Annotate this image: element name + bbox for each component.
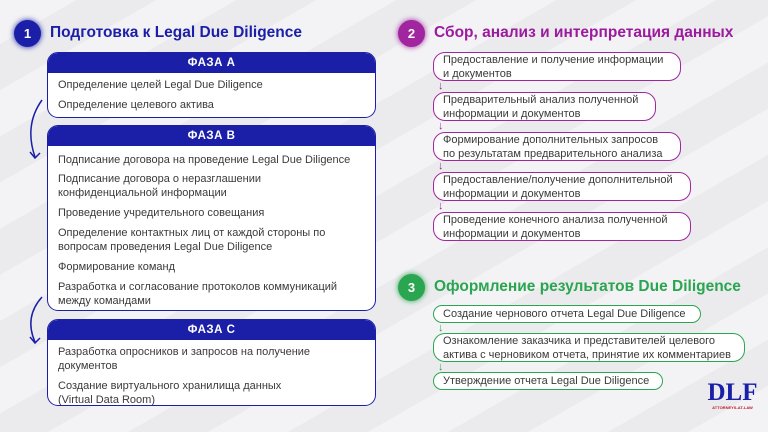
arrow-down-icon: ↓ <box>438 80 444 92</box>
phase-item: Определение целевого актива <box>58 99 214 111</box>
process-step: Проведение конечного анализа полученной … <box>433 212 691 241</box>
process-step: Формирование дополнительных запросов по … <box>433 132 681 161</box>
phase-item: Создание виртуального хранилища данных (… <box>58 380 282 406</box>
logo-text: DLF <box>707 379 758 406</box>
curved-arrow-icon <box>29 99 43 160</box>
phase-a-header: ФАЗА A <box>48 53 375 73</box>
phase-item: Подписание договора о неразглашении конф… <box>58 173 262 199</box>
section-3-title: Оформление результатов Due Diligence <box>434 278 741 295</box>
process-step: Предварительный анализ полученной информ… <box>433 92 656 121</box>
arrow-down-icon: ↓ <box>438 200 444 212</box>
phase-item: Проведение учредительного совещания <box>58 207 265 219</box>
phase-c-header: ФАЗА C <box>48 320 375 340</box>
phase-a: ФАЗА A Определение целей Legal Due Dilig… <box>47 52 376 118</box>
curved-arrow-icon <box>29 296 43 345</box>
phase-item: Разработка и согласование протоколов ком… <box>58 281 338 307</box>
phase-b: ФАЗА B Подписание договора на проведение… <box>47 125 376 311</box>
phase-c: ФАЗА C Разработка опросников и запросов … <box>47 319 376 406</box>
section-3-badge: 3 <box>398 274 425 301</box>
process-step: Ознакомление заказчика и представителей … <box>433 333 745 362</box>
phase-item: Определение контактных лиц от каждой сто… <box>58 227 326 253</box>
process-step: Предоставление и получение информации и … <box>433 52 681 81</box>
phase-item: Определение целей Legal Due Diligence <box>58 79 263 91</box>
phase-item: Подписание договора на проведение Legal … <box>58 154 351 166</box>
phase-b-header: ФАЗА B <box>48 126 375 146</box>
logo-subtitle: ATTORNEYS-AT-LAW <box>712 405 753 410</box>
dlf-logo: DLF ATTORNEYS-AT-LAW <box>705 379 760 410</box>
phase-item: Формирование команд <box>58 261 175 273</box>
arrow-down-icon: ↓ <box>438 322 444 334</box>
process-step: Утверждение отчета Legal Due Diligence <box>433 372 663 390</box>
arrow-down-icon: ↓ <box>438 160 444 172</box>
section-2-badge: 2 <box>398 20 425 47</box>
section-2-title: Сбор, анализ и интерпретация данных <box>434 24 734 41</box>
process-step: Предоставление/получение дополнительной … <box>433 172 691 201</box>
arrow-down-icon: ↓ <box>438 361 444 373</box>
phase-item: Разработка опросников и запросов на полу… <box>58 346 311 372</box>
process-step: Создание чернового отчета Legal Due Dili… <box>433 305 701 323</box>
section-1-badge: 1 <box>14 20 41 47</box>
section-1-title: Подготовка к Legal Due Diligence <box>50 24 302 41</box>
arrow-down-icon: ↓ <box>438 120 444 132</box>
